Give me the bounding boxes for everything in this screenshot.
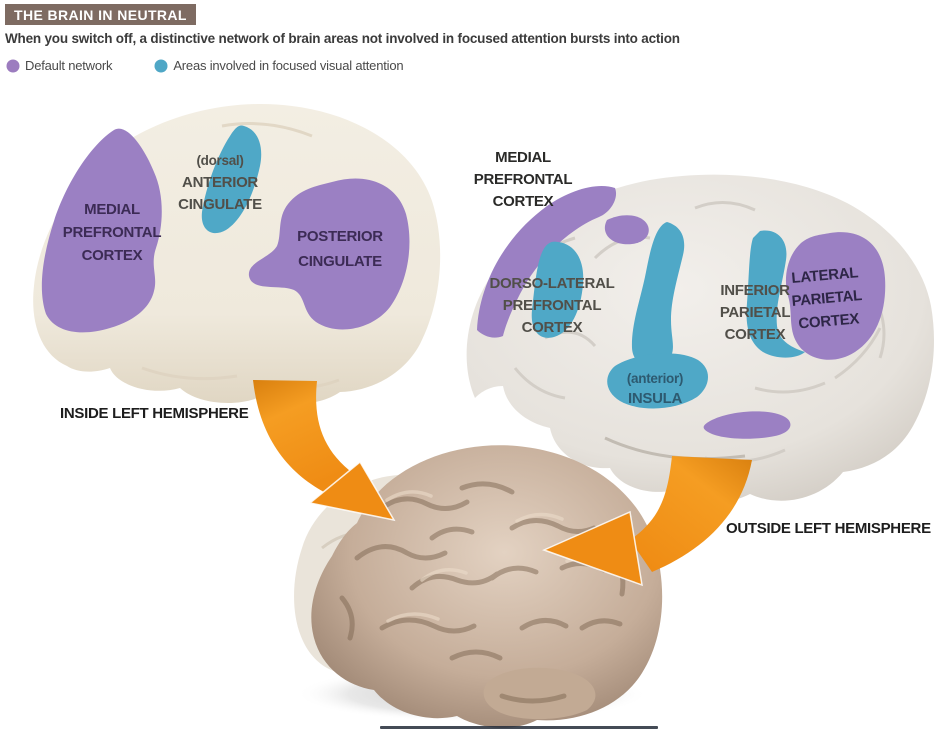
- legend: Default network Areas involved in focuse…: [6, 58, 404, 73]
- label-line: LATERAL: [791, 264, 859, 287]
- label-line: DORSO-LATERAL: [490, 275, 615, 292]
- label-line: CORTEX: [493, 193, 554, 210]
- region-medial-prefrontal-cortex-band: [477, 186, 617, 338]
- label-line: CORTEX: [82, 247, 143, 264]
- region-dorsal-anterior-cingulate: [201, 125, 262, 234]
- label-line: PARIETAL: [791, 287, 863, 310]
- label-line: PARIETAL: [720, 304, 791, 321]
- label-posterior-cingulate: POSTERIOR CINGULATE: [297, 228, 383, 270]
- region-medial-prefrontal-cortex: [41, 128, 162, 333]
- label-line: INSULA: [628, 390, 683, 407]
- label-medial-prefrontal-cortex: MEDIAL PREFRONTAL CORTEX: [63, 201, 162, 264]
- region-inferior-parietal-cortex: [746, 230, 805, 358]
- caption-outside-left-hemisphere: OUTSIDE LEFT HEMISPHERE: [726, 520, 931, 537]
- inside-left-hemisphere-diagram: MEDIAL PREFRONTAL CORTEX (dorsal) ANTERI…: [33, 103, 441, 404]
- page-title: THE BRAIN IN NEUTRAL: [5, 4, 196, 25]
- region-lateral-parietal-cortex: [785, 232, 886, 360]
- region-central-band: [631, 222, 685, 368]
- label-line: PREFRONTAL: [474, 171, 573, 188]
- legend-label: Areas involved in focused visual attenti…: [173, 58, 404, 73]
- label-line: CINGULATE: [298, 253, 382, 270]
- outside-left-hemisphere-diagram: MEDIAL PREFRONTAL CORTEX DORSO-LATERAL P…: [466, 149, 934, 502]
- default-network-dot-icon: [6, 59, 20, 72]
- legend-item-default-network: Default network: [6, 58, 113, 73]
- label-line: ANTERIOR: [182, 174, 258, 191]
- region-posterior-patch: [703, 411, 791, 439]
- region-dorso-lateral-prefrontal-cortex: [531, 241, 584, 338]
- attention-dot-icon: [154, 59, 168, 72]
- label-lateral-parietal-cortex: LATERAL PARIETAL CORTEX: [791, 264, 863, 332]
- label-medial-prefrontal-cortex: MEDIAL PREFRONTAL CORTEX: [474, 149, 573, 210]
- label-line: CORTEX: [725, 326, 786, 343]
- label-line: INFERIOR: [720, 282, 790, 299]
- label-line: MEDIAL: [84, 201, 140, 218]
- label-anterior-insula: (anterior) INSULA: [627, 371, 684, 407]
- cerebellum-shape: [483, 667, 596, 720]
- label-dorso-lateral-prefrontal-cortex: DORSO-LATERAL PREFRONTAL CORTEX: [490, 275, 615, 336]
- bottom-crop-edge: [380, 726, 658, 729]
- label-line: PREFRONTAL: [63, 224, 162, 241]
- region-medial-prefrontal-cortex-patch: [604, 215, 649, 245]
- label-line: CINGULATE: [178, 196, 262, 213]
- label-line: (dorsal): [196, 153, 243, 168]
- label-dorsal-anterior-cingulate: (dorsal) ANTERIOR CINGULATE: [178, 153, 262, 213]
- legend-label: Default network: [25, 58, 113, 73]
- label-line: CORTEX: [522, 319, 583, 336]
- label-line: MEDIAL: [495, 149, 551, 166]
- region-posterior-cingulate: [248, 178, 410, 330]
- label-line: POSTERIOR: [297, 228, 383, 245]
- caption-inside-left-hemisphere: INSIDE LEFT HEMISPHERE: [60, 405, 249, 422]
- label-line: (anterior): [627, 371, 683, 386]
- subtitle: When you switch off, a distinctive netwo…: [5, 31, 680, 46]
- whole-brain-photo: [294, 445, 663, 728]
- legend-item-attention: Areas involved in focused visual attenti…: [154, 58, 404, 73]
- region-anterior-insula: [607, 353, 709, 409]
- label-inferior-parietal-cortex: INFERIOR PARIETAL CORTEX: [720, 282, 791, 343]
- label-line: CORTEX: [798, 310, 860, 332]
- label-line: PREFRONTAL: [503, 297, 602, 314]
